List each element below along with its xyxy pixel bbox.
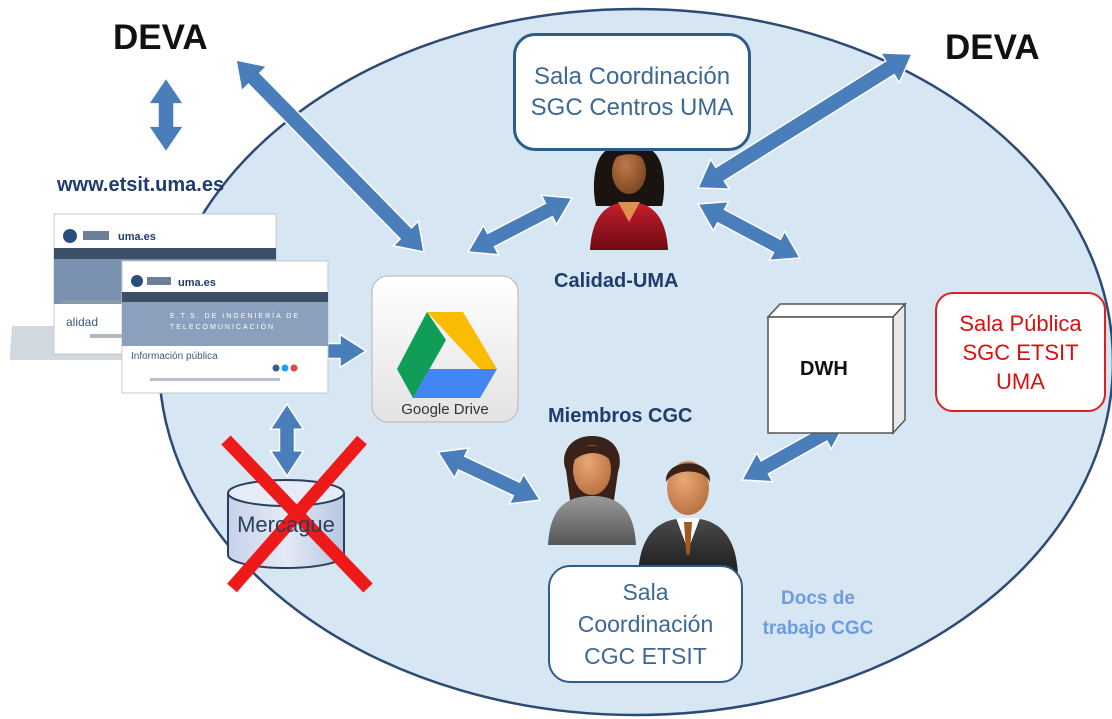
- dwh-label: DWH: [800, 358, 848, 380]
- sala-coordinacion-cgc-box: Sala Coordinación CGC ETSIT: [548, 565, 743, 683]
- arrow-calidad-dwh: [696, 200, 802, 262]
- sala-publica-box: Sala Pública SGC ETSIT UMA: [935, 292, 1106, 412]
- deva-left-label: DEVA: [113, 18, 208, 57]
- docs-trabajo-line-1: Docs de: [781, 588, 855, 609]
- cgc-member-woman-icon: [548, 436, 636, 545]
- sala-publica-line-3: UMA: [996, 368, 1045, 394]
- arrow-website-database: [269, 402, 305, 478]
- sala-coordinacion-cgc-line-3: CGC ETSIT: [584, 643, 707, 669]
- sala-coordinacion-uma-line-1: Sala Coordinación: [533, 63, 731, 90]
- dwh-box: [766, 302, 907, 435]
- sala-coordinacion-cgc-line-1: Sala: [622, 579, 669, 605]
- front-page-heading: Información pública: [131, 351, 218, 362]
- sala-publica-line-1: Sala Pública: [959, 310, 1082, 336]
- website-screenshot: uma.es alidad uma.es E.T.S. DE INGENIERÍ…: [9, 213, 329, 394]
- arrow-deva-left-website: [146, 76, 186, 154]
- sala-coordinacion-uma-box: Sala Coordinación SGC Centros UMA: [513, 33, 751, 151]
- deva-right-label: DEVA: [945, 28, 1040, 67]
- arrow-calidad-drive: [466, 194, 574, 256]
- red-cross-icon: [221, 435, 373, 593]
- calidad-uma-label: Calidad-UMA: [554, 270, 679, 292]
- back-page-heading: alidad: [66, 315, 98, 329]
- svg-text:uma.es: uma.es: [118, 231, 156, 243]
- arrow-drive-members: [436, 447, 542, 505]
- svg-text:E.T.S. DE INGENIERÍA DE: E.T.S. DE INGENIERÍA DE: [170, 311, 300, 320]
- miembros-cgc-label: Miembros CGC: [548, 405, 693, 427]
- sala-coordinacion-cgc-line-2: Coordinación: [577, 611, 714, 637]
- google-drive-icon: [397, 312, 497, 398]
- docs-trabajo-line-2: trabajo CGC: [762, 618, 874, 639]
- sala-publica-line-2: SGC ETSIT: [962, 339, 1079, 365]
- google-drive-label: Google Drive: [401, 401, 489, 418]
- cgc-member-man-icon: [638, 461, 738, 575]
- docs-trabajo-label: Docs de trabajo CGC: [762, 584, 874, 644]
- mercague-label: Mercague: [237, 512, 335, 537]
- calidad-uma-person-icon: [590, 146, 668, 250]
- arrow-deva-left-drive: [235, 59, 425, 253]
- arrow-deva-right-calidad: [696, 52, 914, 190]
- website-url-label: www.etsit.uma.es: [57, 174, 225, 196]
- sala-coordinacion-uma-line-2: SGC Centros UMA: [530, 94, 734, 121]
- svg-text:TELECOMUNICACIÓN: TELECOMUNICACIÓN: [170, 322, 275, 331]
- google-drive-card: Google Drive: [371, 275, 519, 423]
- front-page-brand: uma.es: [178, 277, 216, 289]
